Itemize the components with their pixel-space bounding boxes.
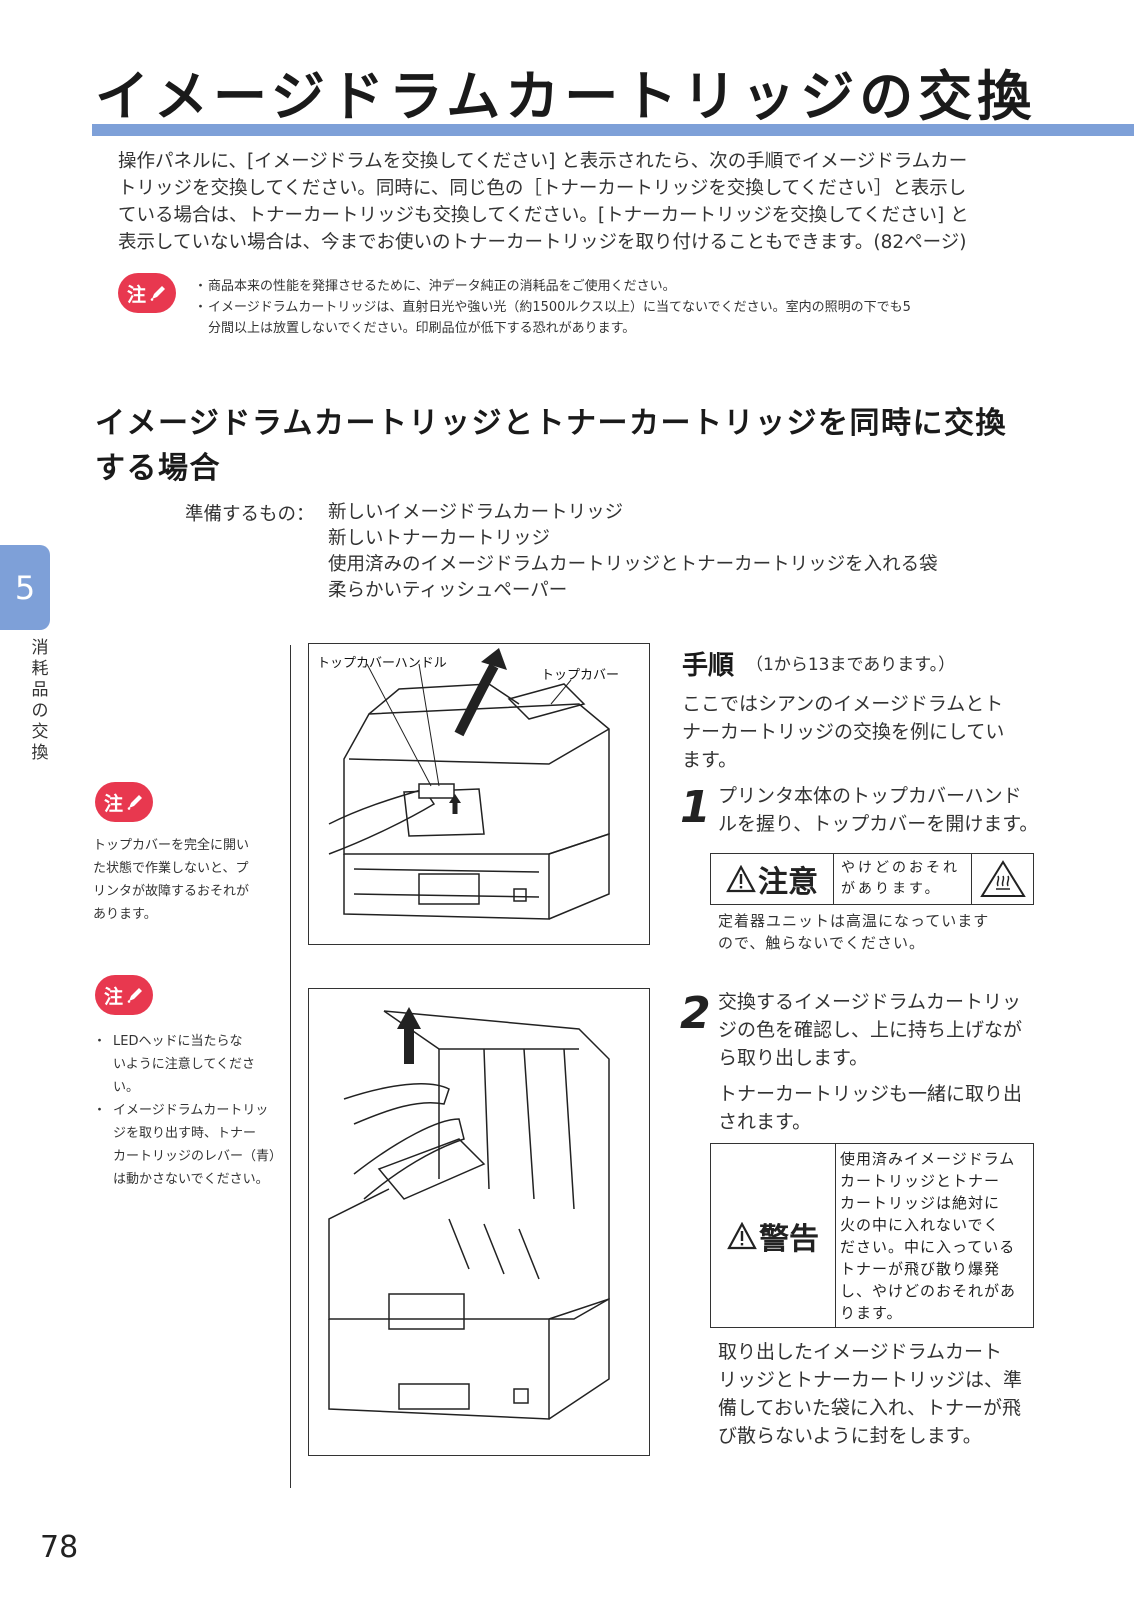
- step-text-2: トナーカートリッジも一緒に取り出されます。: [718, 1083, 1023, 1133]
- warning-triangle-icon: [727, 1221, 757, 1249]
- warning-triangle-icon: [726, 865, 756, 893]
- list-item-continued: 分間以上は放置しないでください。印刷品位が低下する恐れがあります。: [208, 321, 636, 336]
- top-note-list: ・商品本来の性能を発揮させるために、沖データ純正の消耗品をご使用ください。 ・イ…: [194, 276, 1024, 339]
- warning-label: 警告: [759, 1221, 819, 1257]
- column-divider: [290, 645, 291, 1488]
- procedure-intro: ここではシアンのイメージドラムとトナーカートリッジの交換を例にしています。: [682, 693, 1005, 771]
- procedure-title: 手順: [682, 651, 735, 681]
- printer-top-cover-figure: トップカバーハンドル トップカバー: [308, 643, 650, 945]
- side-note-1: トップカバーを完全に開いた状態で作業しないと、プ リンタが故障するおそれがありま…: [93, 838, 250, 922]
- warning-text: 使用済みイメージドラムカートリッジとトナー カートリッジは絶対に火の中に入れない…: [840, 1150, 1017, 1322]
- intro-line: 操作パネルに、[イメージドラムを交換してください] と表示されたら、次の手順でイ…: [118, 151, 968, 172]
- caution-label: 注意: [758, 865, 818, 900]
- step-number: 1: [680, 782, 711, 833]
- printer-illustration: [328, 648, 610, 920]
- chapter-number: 5: [14, 568, 36, 607]
- hot-surface-icon: [971, 854, 1034, 904]
- list-item: ・ LEDヘッドに当たらないように注意してください。: [93, 1034, 255, 1095]
- note-badge-label: 注: [126, 283, 146, 306]
- warning-box: 警告 使用済みイメージドラムカートリッジとトナー カートリッジは絶対に火の中に入…: [710, 1143, 1034, 1328]
- list-item: 柔らかいティッシュペーパー: [328, 580, 568, 601]
- pencil-icon: [127, 988, 142, 1003]
- caution-note: 定着器ユニットは高温になっていますので、触らないでください。: [718, 912, 990, 952]
- side-note-2: ・ LEDヘッドに当たらないように注意してください。 ・ イメージドラムカートリ…: [93, 1030, 283, 1191]
- list-item: 新しいイメージドラムカートリッジ: [328, 502, 624, 523]
- caution-header: 注意: [711, 854, 834, 904]
- drum-removal-figure: [308, 988, 650, 1456]
- chapter-tab: 5: [0, 545, 50, 630]
- prep-label: 準備するもの：: [185, 504, 315, 525]
- step-text: 交換するイメージドラムカートリッジの色を確認し、上に持ち上げながら取り出します。: [718, 991, 1023, 1069]
- page-number: 78: [40, 1530, 79, 1565]
- pencil-icon: [150, 286, 165, 301]
- note-badge: 注: [95, 975, 153, 1015]
- page-title: イメージドラムカートリッジの交換: [95, 65, 1037, 128]
- intro-line: ている場合は、トナーカートリッジも交換してください。[トナーカートリッジを交換し…: [118, 205, 969, 226]
- list-item: 新しいトナーカートリッジ: [328, 528, 551, 549]
- intro-line: 表示していない場合は、今までお使いのトナーカートリッジを取り付けることもできます…: [118, 232, 967, 253]
- section-heading: イメージドラムカートリッジとトナーカートリッジを同時に交換: [95, 406, 1007, 441]
- list-item: ・商品本来の性能を発揮させるために、沖データ純正の消耗品をご使用ください。: [194, 279, 676, 294]
- title-underline-bar: [92, 124, 1134, 136]
- label-top-cover: トップカバー: [541, 668, 620, 683]
- step-number: 2: [680, 988, 711, 1039]
- label-top-cover-handle: トップカバーハンドル: [317, 656, 447, 671]
- note-badge: 注: [95, 782, 153, 822]
- step-after-text: 取り出したイメージドラムカートリッジとトナーカートリッジは、準 備しておいた袋に…: [718, 1341, 1023, 1447]
- intro-line: トリッジを交換してください。同時に、同じ色の［トナーカートリッジを交換してくださ…: [118, 178, 967, 199]
- warning-header: 警告: [711, 1144, 836, 1327]
- step-text: プリンタ本体のトップカバーハンドルを握り、トップカバーを開けます。: [718, 785, 1039, 835]
- note-badge: 注: [118, 273, 176, 313]
- list-item: ・イメージドラムカートリッジは、直射日光や強い光（約1500ルクス以上）に当てな…: [194, 300, 911, 315]
- list-item: 使用済みのイメージドラムカートリッジとトナーカートリッジを入れる袋: [328, 554, 938, 575]
- printer-open-illustration: [328, 1007, 610, 1420]
- caution-text: やけどのおそれがあります。: [841, 860, 960, 897]
- chapter-side-title: 消耗 品の 交換: [31, 638, 49, 763]
- pencil-icon: [127, 795, 142, 810]
- procedure-subtitle: （1から13まであります。）: [746, 655, 956, 675]
- prep-list: 新しいイメージドラムカートリッジ 新しいトナーカートリッジ 使用済みのイメージド…: [328, 500, 938, 604]
- caution-box: 注意 やけどのおそれがあります。: [710, 853, 1034, 905]
- list-item: ・ イメージドラムカートリッジを取り出す時、トナー カートリッジのレバー（青）は…: [93, 1103, 283, 1187]
- section-heading-continued: する場合: [95, 451, 221, 486]
- intro-paragraph: 操作パネルに、[イメージドラムを交換してください] と表示されたら、次の手順でイ…: [118, 148, 1018, 256]
